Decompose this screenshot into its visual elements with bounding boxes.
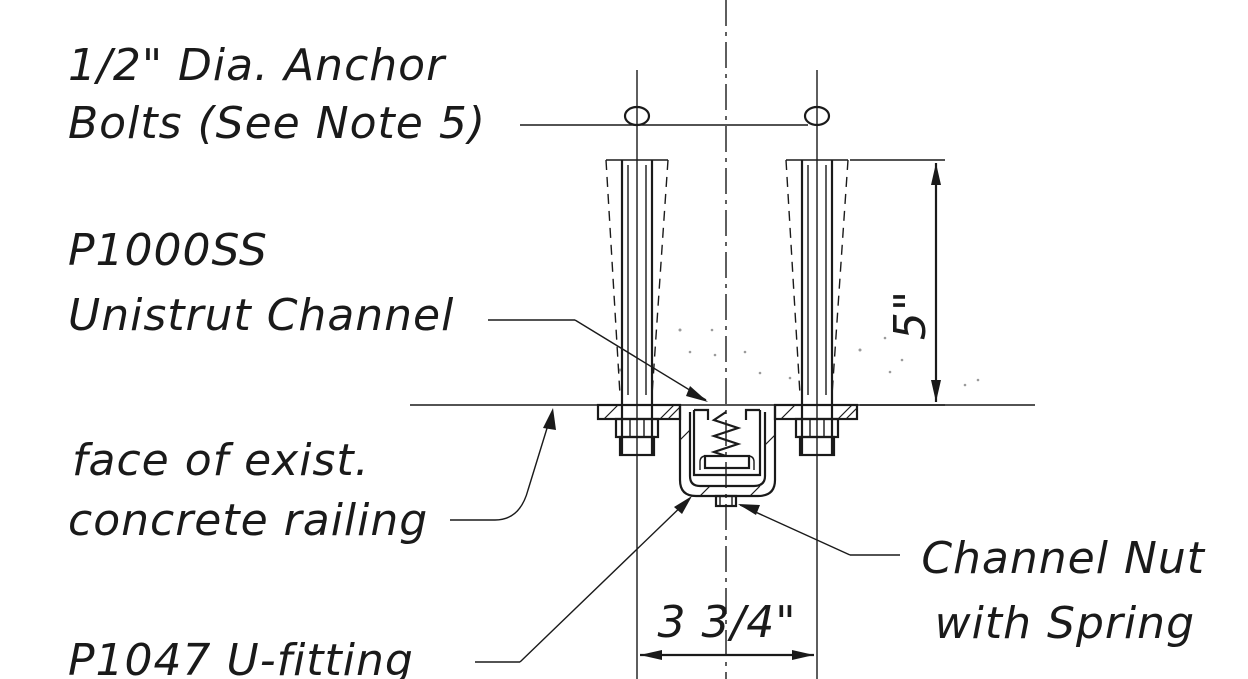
- channel-label-line1: P1000SS: [68, 225, 268, 276]
- anchor-bolts-label-line2: Bolts (See Note 5): [68, 98, 486, 149]
- right-nut: [794, 417, 840, 457]
- bolt-section-marks: [623, 105, 831, 127]
- face-label-line2: concrete railing: [68, 495, 428, 546]
- leader-u-fitting: [475, 496, 692, 663]
- channel-nut-label-line2: with Spring: [935, 598, 1195, 649]
- concrete-speckles: [618, 328, 980, 387]
- leader-channel-nut: [738, 504, 900, 556]
- anchor-bolts-label-line1: 1/2" Dia. Anchor: [68, 40, 447, 91]
- left-flange: [596, 403, 682, 421]
- left-nut: [614, 417, 660, 457]
- bolt-spacing-label: 3 3/4": [657, 597, 796, 648]
- channel-nut-label-line1: Channel Nut: [921, 533, 1205, 584]
- u-fitting-label: P1047 U-fitting: [68, 635, 414, 679]
- leader-face: [450, 408, 556, 521]
- bolt-spacing-dimension: [640, 650, 814, 660]
- face-label-line1: face of exist.: [72, 435, 370, 486]
- centerlines: [636, 0, 818, 679]
- embed-depth-label: 5": [885, 290, 936, 340]
- right-flange: [773, 403, 859, 421]
- channel-label-line2: Unistrut Channel: [68, 290, 454, 341]
- spring: [710, 411, 742, 458]
- channel-nut: [703, 454, 751, 508]
- embed-depth-dimension: [850, 159, 945, 406]
- leader-channel: [488, 319, 708, 402]
